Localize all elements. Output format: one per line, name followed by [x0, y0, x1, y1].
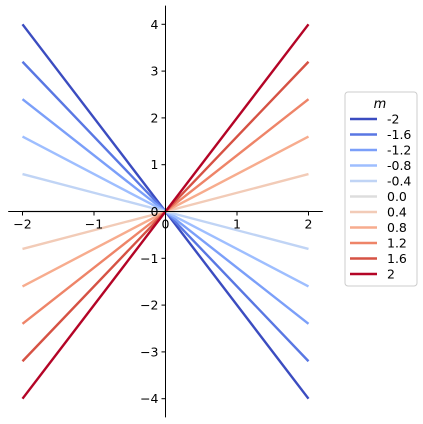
- legend-label: -2: [387, 112, 399, 127]
- y-tick-label: −4: [140, 391, 158, 406]
- y-tick-label: −1: [140, 251, 158, 266]
- legend-label: 1.6: [387, 251, 407, 266]
- legend-title: m: [374, 97, 387, 112]
- legend-box: [344, 91, 418, 287]
- axes: −2 −1 0 1 2 −4 −3 −2 −1 0 1 2 3 4: [8, 5, 323, 418]
- legend-label: -1.2: [387, 143, 411, 158]
- y-tick-label: −3: [140, 344, 158, 359]
- legend-label: 1.2: [387, 236, 407, 251]
- y-tick-label: 0: [151, 204, 159, 219]
- legend-label: 0.8: [387, 220, 407, 235]
- y-tick-label: 3: [151, 64, 159, 79]
- y-tick-label: 2: [151, 110, 159, 125]
- x-tick-label: 2: [305, 217, 313, 232]
- y-tick-label: 4: [151, 17, 159, 32]
- legend-label: -1.6: [387, 127, 411, 142]
- legend: m-2-1.6-1.2-0.8-0.40.00.40.81.21.62: [344, 91, 418, 287]
- y-tick-label: −2: [140, 298, 158, 313]
- legend-label: 0.0: [387, 189, 407, 204]
- x-tick-label: 1: [233, 217, 241, 232]
- y-tick-label: 1: [151, 157, 159, 172]
- x-tick-label: −2: [13, 217, 31, 232]
- legend-label: -0.4: [387, 174, 411, 189]
- x-tick-label: −1: [85, 217, 103, 232]
- x-tick-label: 0: [162, 217, 170, 232]
- legend-label: 0.4: [387, 205, 407, 220]
- legend-label: -0.8: [387, 158, 411, 173]
- legend-label: 2: [387, 267, 395, 282]
